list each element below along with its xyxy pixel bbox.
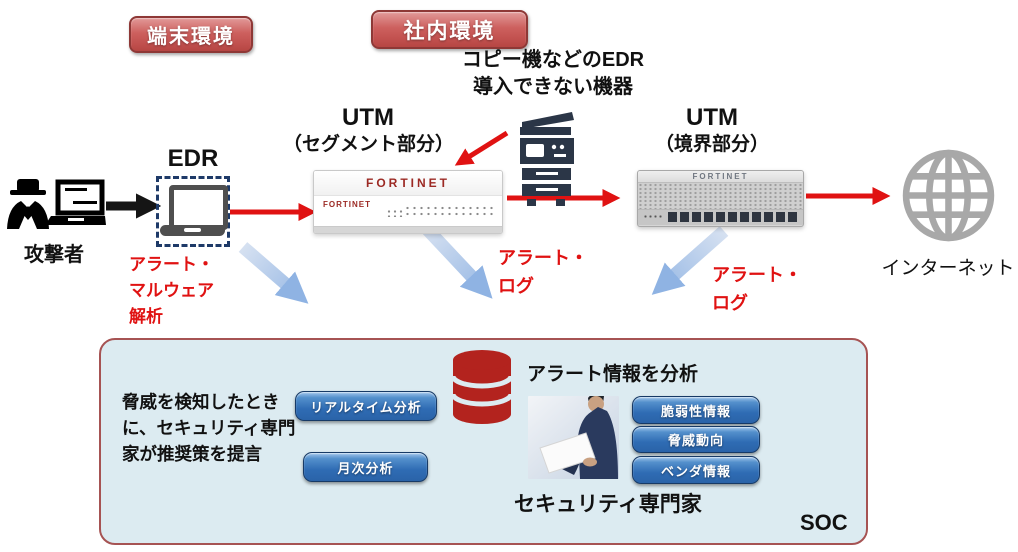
device-front-panel: FORTINET [314,196,502,226]
utm-boundary-title: UTM [686,104,738,131]
fortinet-logo-faint: FORTINET [692,172,749,181]
copier-icon [520,112,574,206]
soc-description-line2: に、セキュリティ専門 [122,418,296,438]
ethernet-ports [668,212,797,222]
alert-malware-label: アラート・ マルウェア 解析 [129,252,214,330]
alert-log-line2: ログ [498,276,534,296]
office-env-badge: 社内環境 [371,10,528,49]
copier-note-line1: コピー機などのEDR [461,49,645,71]
ethernet-ports [404,205,494,218]
threat-trend-button[interactable]: 脅威動向 [632,426,760,453]
edr-to-soc-arrow [238,242,309,304]
device-top-panel: FORTINET [314,171,502,196]
utm-segment-label: UTM （セグメント部分） [283,104,455,157]
utm-boundary-device: FORTINET [637,170,804,227]
copier-to-utm-segment-arrow [454,130,509,166]
realtime-analysis-button[interactable]: リアルタイム分析 [295,391,437,421]
alert-log-line2: ログ [712,293,748,313]
alert-malware-line1: アラート・ [129,255,214,274]
alert-log-line1: アラート・ [498,248,588,268]
status-leds [643,214,663,220]
edr-label: EDR [167,145,219,172]
utm-segment-device: FORTINET FORTINET [313,170,503,234]
monthly-analysis-button[interactable]: 月次分析 [303,452,428,482]
laptop-slot [184,228,201,232]
soc-description: 脅威を検知したとき に、セキュリティ専門 家が推奨策を提言 [122,389,295,467]
alert-log-boundary-label: アラート・ ログ [712,261,802,317]
vulnerability-info-button[interactable]: 脆弱性情報 [632,396,760,424]
alert-malware-line3: 解析 [129,307,163,326]
soc-description-line1: 脅威を検知したとき [122,392,280,412]
log-database-icon [451,350,513,424]
fortinet-logo-small: FORTINET [323,200,371,209]
soc-description-line3: 家が推奨策を提言 [122,444,262,464]
device-base [314,226,502,233]
laptop-screen [169,185,228,230]
utm-segment-title: UTM [342,104,394,131]
terminal-env-badge: 端末環境 [129,16,253,53]
alert-analysis-title: アラート情報を分析 [527,364,699,385]
edr-endpoint [156,176,230,247]
internet-label: インターネット [881,258,1015,279]
security-expert-photo [528,396,619,479]
internet-globe-icon [902,149,995,242]
utm-segment-subtitle: （セグメント部分） [283,134,455,155]
attacker-label: 攻撃者 [24,244,84,266]
vendor-info-button[interactable]: ベンダ情報 [632,456,760,484]
alert-log-line1: アラート・ [712,265,802,285]
alert-malware-line2: マルウェア [129,281,214,300]
device-top-strip: FORTINET [638,171,803,183]
utm-boundary-subtitle: （境界部分） [654,134,769,155]
vent-mesh [638,183,803,210]
fortinet-logo: FORTINET [366,176,450,190]
alert-log-segment-label: アラート・ ログ [498,244,588,300]
status-leds [386,209,406,217]
copier-note-line2: 導入できない機器 [473,76,633,98]
soc-label: SOC [800,510,848,535]
port-row [638,210,803,225]
utm-segment-to-soc-arrow [422,224,493,299]
security-expert-label: セキュリティ専門家 [514,493,702,516]
attacker-icon [7,179,106,229]
utm-boundary-label: UTM （境界部分） [632,104,792,157]
copier-note: コピー機などのEDR 導入できない機器 [408,47,698,101]
